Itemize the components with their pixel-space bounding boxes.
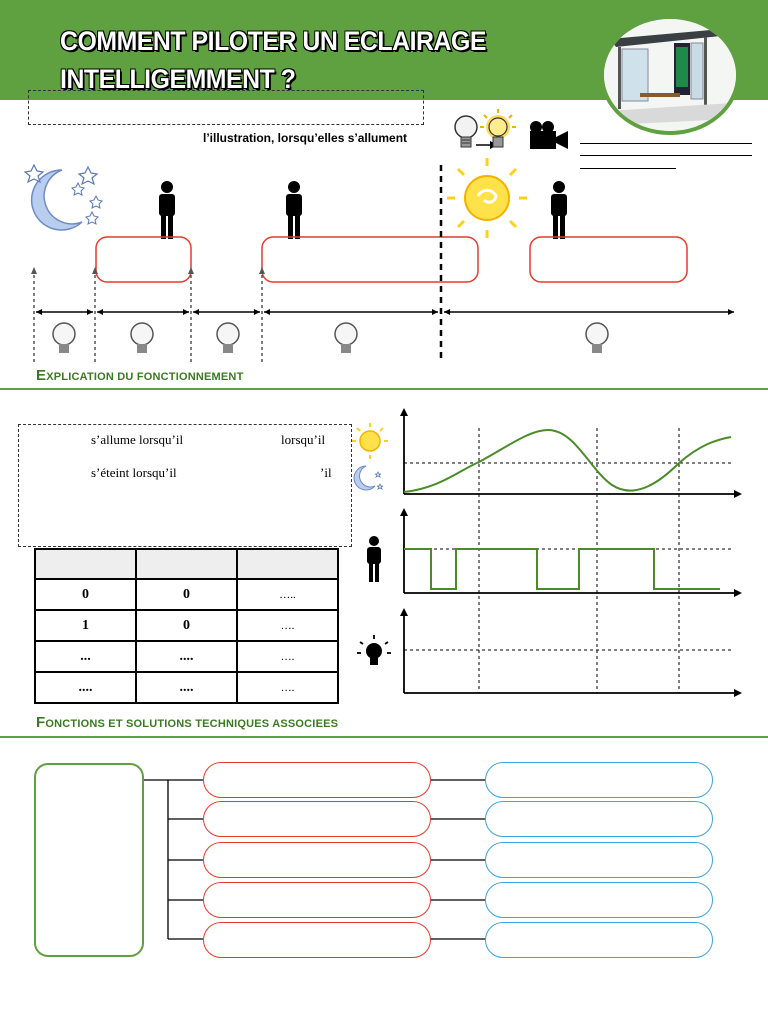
light-bulb-off-icon (454, 115, 478, 148)
sun-icon (447, 158, 527, 238)
table-header-cell[interactable] (34, 548, 137, 580)
solution-box[interactable] (485, 762, 713, 798)
solution-box[interactable] (485, 842, 713, 878)
solution-box[interactable] (485, 801, 713, 837)
person-icon (159, 181, 567, 239)
explanation-line1-right: lorsqu’il (281, 432, 326, 447)
table-cell[interactable]: .... (34, 671, 137, 704)
instruction-text: l’illustration, lorsqu’elles s’allument (203, 131, 408, 145)
timeline-scene (23, 158, 734, 363)
explanation-line1-left: s’allume lorsqu’il (91, 432, 184, 447)
table-cell[interactable]: ... (34, 640, 137, 673)
chronogram (352, 408, 742, 697)
table-row: 1 0 …. (34, 609, 339, 642)
person-icon (367, 536, 381, 582)
truth-table: 0 0 ….. 1 0 …. ... .... …. .... .... …. (34, 548, 339, 704)
function-box[interactable] (203, 801, 431, 837)
light-bulb-on-icon (480, 109, 516, 148)
sun-icon (352, 423, 388, 459)
main-function-box[interactable] (34, 763, 144, 957)
video-camera-icon (530, 121, 568, 149)
table-cell[interactable]: …. (236, 609, 339, 642)
table-cell[interactable]: …. (236, 640, 339, 673)
function-box[interactable] (203, 922, 431, 958)
function-box[interactable] (203, 842, 431, 878)
explanation-line2-left: s’éteint lorsqu’il (91, 465, 177, 480)
table-cell: 0 (34, 578, 137, 611)
answer-line-1[interactable] (580, 143, 752, 144)
answer-box-red[interactable] (529, 236, 688, 283)
section-heading-functions: FONCTIONS ET SOLUTIONS TECHNIQUES ASSOCI… (36, 714, 339, 731)
table-header-cell[interactable] (135, 548, 238, 580)
function-box[interactable] (203, 762, 431, 798)
explanation-line2-right: ’il (320, 465, 332, 480)
section-divider (0, 736, 768, 738)
title-line-1: COMMENT PILOTER UN ECLAIRAGE (60, 26, 486, 56)
table-cell: 1 (34, 609, 137, 642)
title-line-2: INTELLIGEMMENT ? (60, 64, 296, 94)
answer-box-red[interactable] (261, 236, 479, 283)
table-cell: 0 (135, 578, 238, 611)
light-bulb-on-icon (357, 635, 391, 665)
moon-stars-icon (353, 465, 384, 491)
solution-box[interactable] (485, 922, 713, 958)
explanation-box[interactable]: s’allume lorsqu’il lorsqu’il s’éteint lo… (18, 424, 352, 547)
function-diagram (143, 779, 486, 940)
table-cell[interactable]: .... (135, 671, 238, 704)
table-header-cell[interactable] (236, 548, 339, 580)
answer-box-top[interactable] (28, 90, 424, 125)
answer-line-3[interactable] (580, 168, 676, 169)
table-cell[interactable]: ….. (236, 578, 339, 611)
top-icons (454, 109, 568, 149)
table-cell: 0 (135, 609, 238, 642)
moon-stars-icon (23, 163, 103, 231)
answer-line-2[interactable] (580, 155, 752, 156)
table-cell[interactable]: .... (135, 640, 238, 673)
bus-shelter-icon (600, 15, 740, 135)
solution-box[interactable] (485, 882, 713, 918)
table-row: 0 0 ….. (34, 578, 339, 611)
table-row: .... .... …. (34, 671, 339, 704)
table-header-row (34, 548, 339, 580)
answer-box-red[interactable] (95, 236, 192, 283)
table-row: ... .... …. (34, 640, 339, 673)
table-cell[interactable]: …. (236, 671, 339, 704)
function-box[interactable] (203, 882, 431, 918)
page-title: COMMENT PILOTER UN ECLAIRAGE INTELLIGEMM… (60, 22, 492, 98)
light-bulb-off-icon (52, 322, 609, 353)
section-heading-explanation: EXPLICATION DU FONCTIONNEMENT (36, 367, 244, 384)
section-divider (0, 388, 768, 390)
